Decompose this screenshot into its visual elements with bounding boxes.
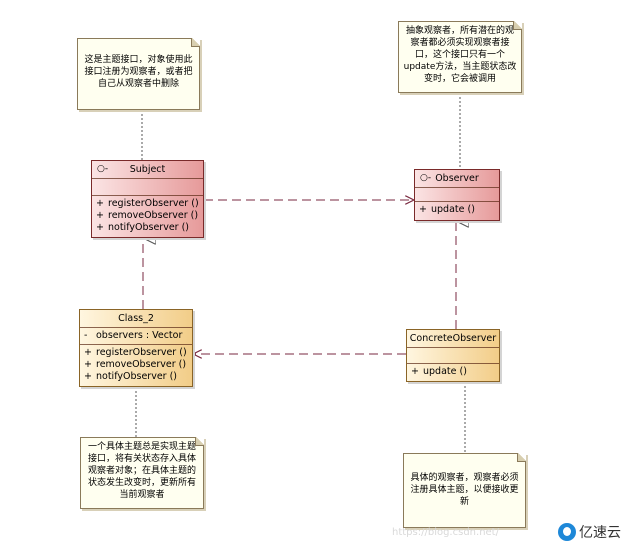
cloud-logo-icon bbox=[558, 523, 576, 541]
class-class2-operations: +registerObserver () +removeObserver () … bbox=[80, 345, 192, 385]
class-observer-name: Observer bbox=[435, 173, 479, 184]
observer-note: 抽象观察者，所有潜在的观察者都必须实现观察者接口，这个接口只有一个update方… bbox=[398, 21, 522, 93]
class-class2-name: Class_2 bbox=[118, 313, 154, 324]
operation-row: +registerObserver () bbox=[84, 347, 187, 358]
class-subject-operations: +registerObserver () +removeObserver () … bbox=[92, 196, 203, 236]
class-observer-header: ○- Observer bbox=[415, 170, 499, 188]
concrete-observer-note: 具体的观察者，观察者必须注册具体主题，以便接收更新 bbox=[403, 453, 526, 528]
class2-note: 一个具体主题总是实现主题接口，将有关状态存入具体观察者对象；在具体主题的状态发生… bbox=[80, 437, 204, 509]
subject-note: 这是主题接口，对象使用此接口注册为观察者，或者把自己从观察者中删除 bbox=[77, 38, 200, 110]
class-concrete-observer-operations: +update () bbox=[407, 364, 499, 380]
operation-row: +notifyObserver () bbox=[84, 371, 178, 382]
class-concrete-observer-header: ConcreteObserver bbox=[407, 330, 499, 348]
operation-row: +registerObserver () bbox=[96, 198, 199, 209]
class-subject[interactable]: ○- Subject +registerObserver () +removeO… bbox=[91, 160, 204, 238]
operation-row: +update () bbox=[411, 366, 467, 377]
operation-row: +update () bbox=[419, 204, 475, 215]
interface-icon: ○- bbox=[420, 173, 432, 183]
class-concrete-observer-attributes bbox=[407, 348, 499, 364]
operation-row: +removeObserver () bbox=[84, 359, 187, 370]
class-subject-header: ○- Subject bbox=[92, 161, 203, 179]
operation-row: +removeObserver () bbox=[96, 210, 199, 221]
class-class2[interactable]: Class_2 -observers : Vector +registerObs… bbox=[79, 309, 193, 387]
attribute-row: -observers : Vector bbox=[84, 330, 183, 341]
logo: 亿速云 bbox=[558, 520, 621, 544]
class-concrete-observer-name: ConcreteObserver bbox=[409, 333, 497, 344]
class-observer[interactable]: ○- Observer +update () bbox=[414, 169, 500, 221]
class-observer-operations: +update () bbox=[415, 202, 499, 218]
watermark: https://blog.csdn.net/ bbox=[392, 527, 499, 538]
class-concrete-observer[interactable]: ConcreteObserver +update () bbox=[406, 329, 500, 382]
logo-text: 亿速云 bbox=[579, 525, 621, 541]
class-observer-attributes bbox=[415, 188, 499, 202]
class-subject-attributes bbox=[92, 179, 203, 196]
class-class2-header: Class_2 bbox=[80, 310, 192, 328]
class-class2-attributes: -observers : Vector bbox=[80, 328, 192, 345]
interface-icon: ○- bbox=[97, 164, 109, 174]
class-subject-name: Subject bbox=[129, 164, 166, 175]
operation-row: +notifyObserver () bbox=[96, 222, 190, 233]
